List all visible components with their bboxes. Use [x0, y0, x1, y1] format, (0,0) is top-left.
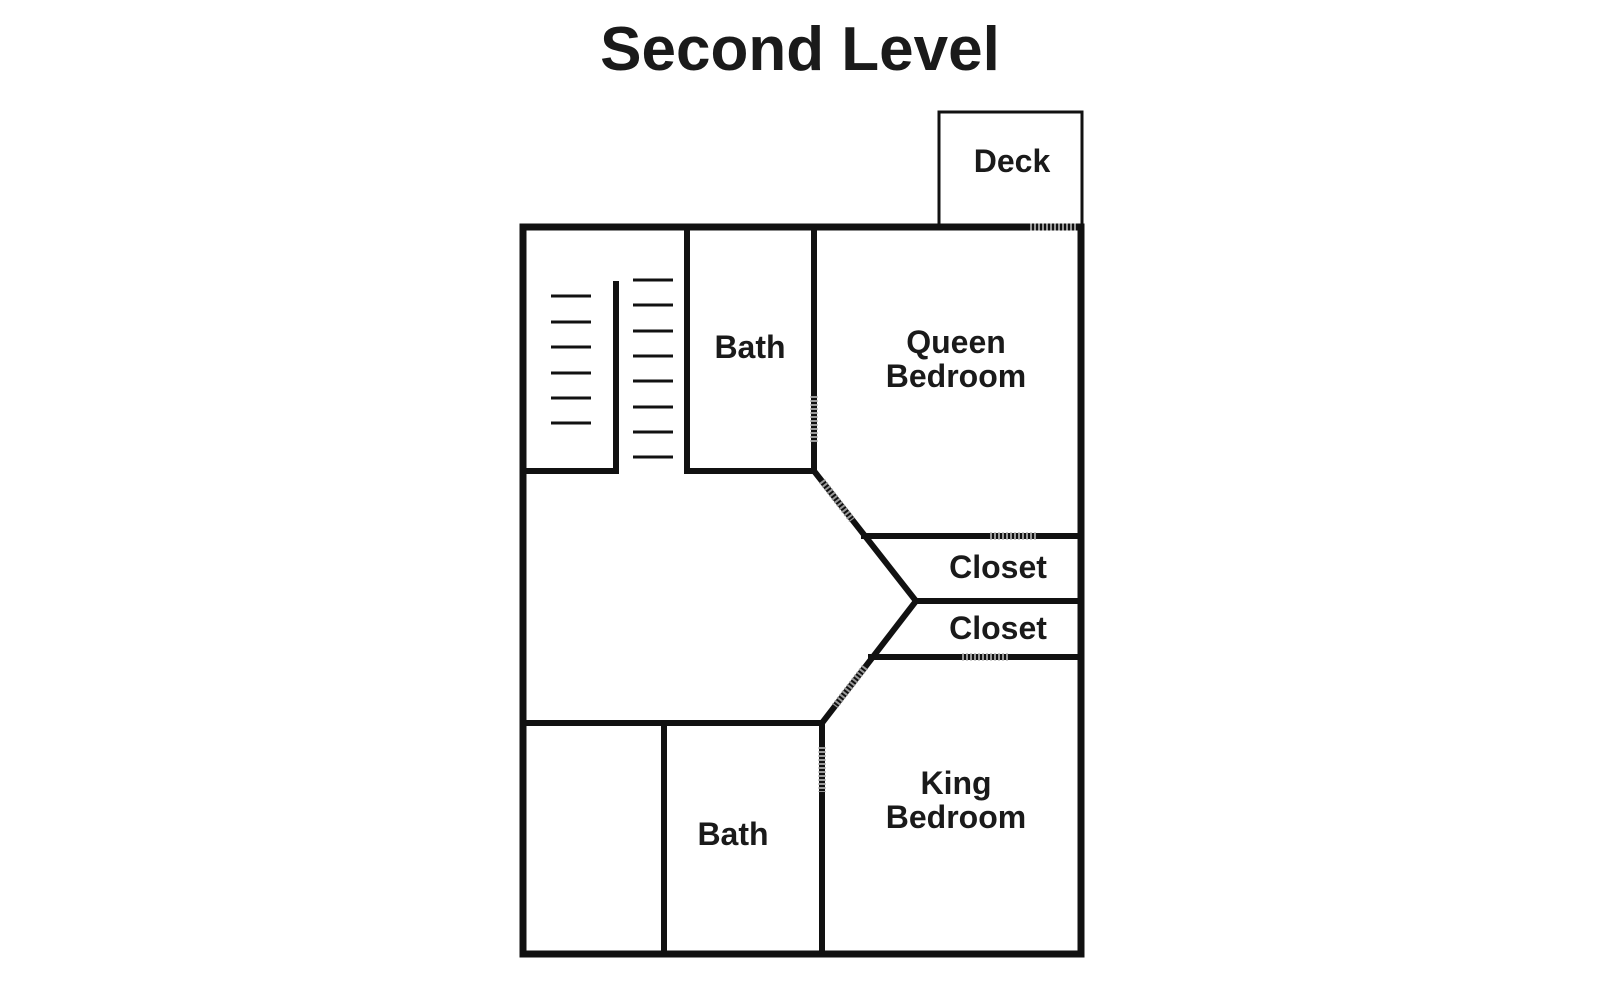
door-queen-bedroom	[819, 478, 855, 523]
queen-bedroom-label-line2: Bedroom	[886, 358, 1026, 394]
bath-lower-label: Bath	[697, 816, 768, 852]
closet-lower-label: Closet	[949, 610, 1047, 646]
king-bedroom-label-line2: Bedroom	[886, 799, 1026, 835]
interior-walls	[520, 224, 1084, 957]
deck-room: Deck	[937, 110, 1084, 225]
king-bedroom-label-line1: King	[920, 765, 991, 801]
wall-angle-lower	[817, 596, 921, 728]
closet-upper-label: Closet	[949, 549, 1047, 585]
queen-bedroom-label-line1: Queen	[906, 324, 1006, 360]
page-title: Second Level	[600, 15, 1000, 84]
deck-label: Deck	[974, 143, 1051, 179]
doors	[810, 223, 1076, 792]
outer-wall	[519, 223, 1085, 958]
deck-outline	[937, 110, 1084, 225]
staircase	[551, 278, 673, 459]
bath-upper-label: Bath	[714, 329, 785, 365]
door-king-bedroom	[832, 664, 868, 709]
